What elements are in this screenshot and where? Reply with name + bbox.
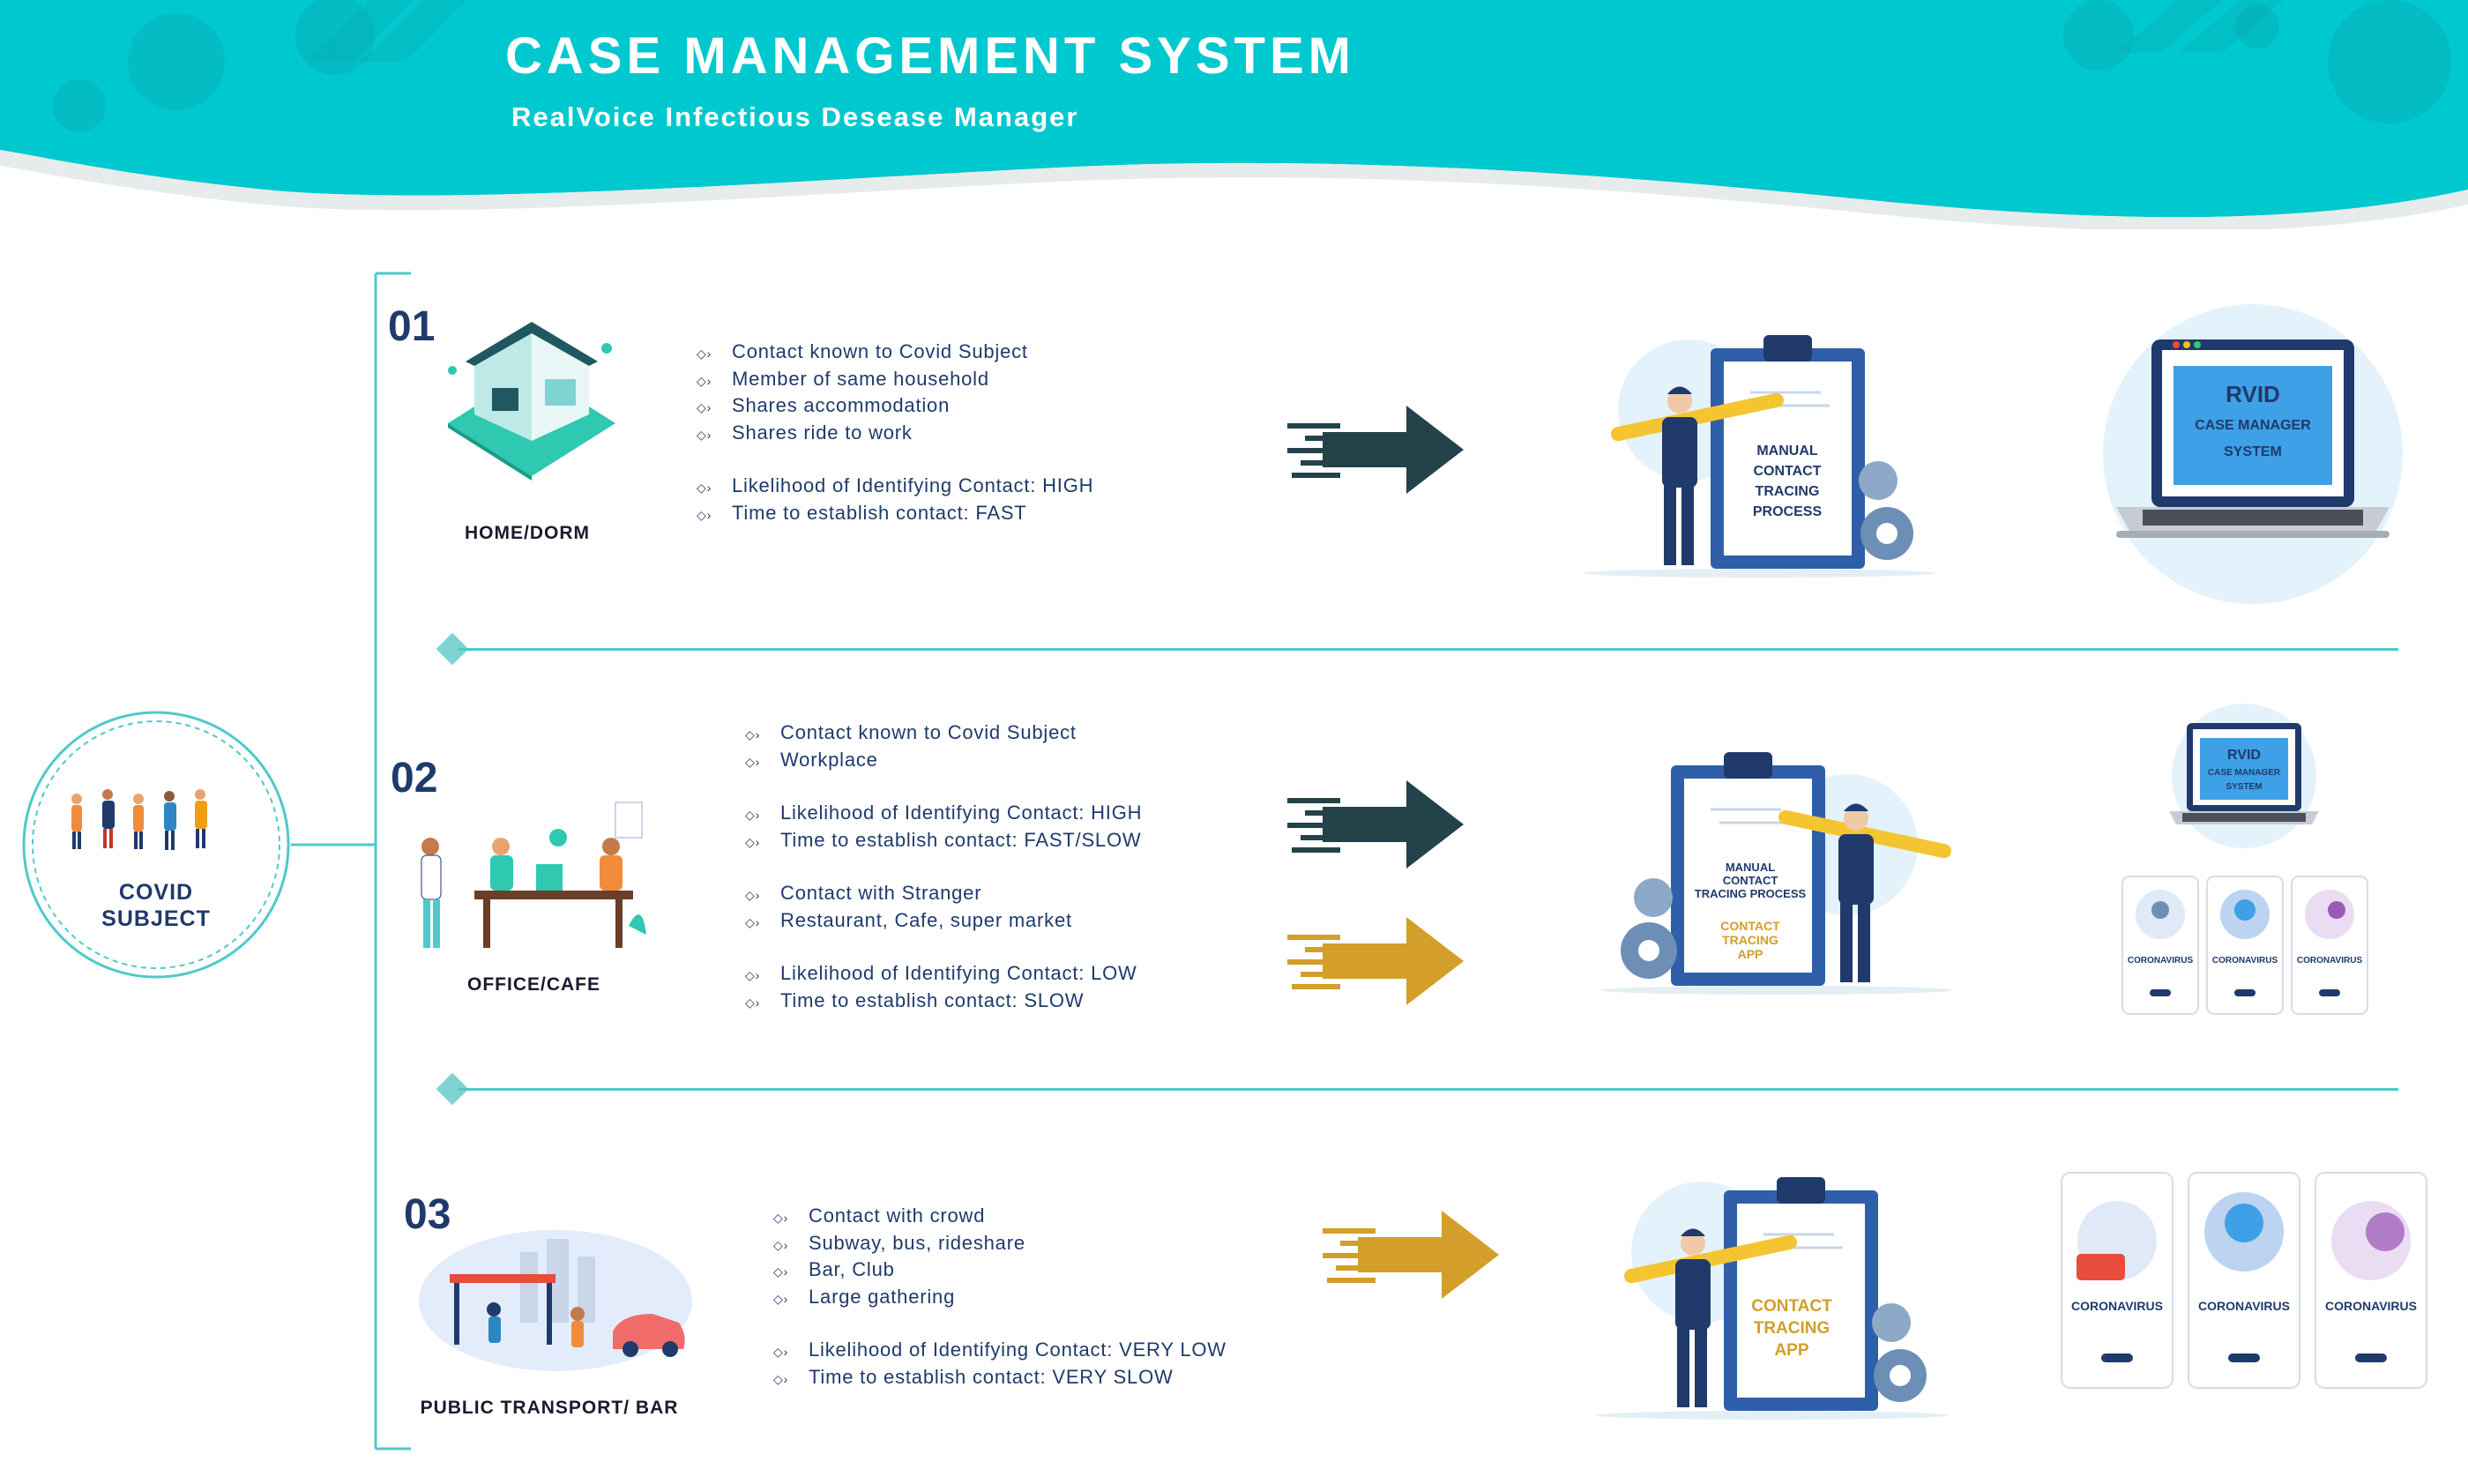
phone-screens-3: CORONAVIRUS CORONAVIRUS CORONAVIRUS	[2061, 1172, 2427, 1389]
bullet-item: Time to establish contact: VERY SLOW	[773, 1364, 1227, 1391]
covid-subject-line2: SUBJECT	[101, 906, 211, 931]
laptop-2-title: RVID	[2227, 748, 2261, 763]
bullet-item: Contact known to Covid Subject	[745, 720, 1142, 747]
clipboard-3-app-line: TRACING	[1754, 1319, 1830, 1338]
section-3-number: 03	[404, 1191, 451, 1238]
arrow-gold-3	[1323, 1211, 1499, 1299]
clipboard-2-app-line: TRACING	[1722, 933, 1778, 947]
bullet-item: Restaurant, Cafe, super market	[745, 907, 1142, 935]
header-banner	[0, 0, 2468, 229]
laptop-1-line: SYSTEM	[2224, 444, 2282, 459]
clipboard-1-line: MANUAL	[1756, 444, 1818, 459]
section-2-caption: OFFICE/CAFE	[467, 974, 600, 995]
phone-screen: CORONAVIRUS	[2061, 1172, 2173, 1389]
phone-label: CORONAVIRUS	[2198, 1299, 2290, 1313]
section-3-bullets: Contact with crowd Subway, bus, rideshar…	[773, 1203, 1227, 1391]
section-1-caption: HOME/DORM	[465, 523, 590, 543]
bullet-item: Bar, Club	[773, 1257, 1227, 1284]
phone-label: CORONAVIRUS	[2128, 956, 2194, 966]
clipboard-illustration-3: CONTACT TRACING APP	[1596, 1177, 1949, 1420]
page-subtitle: RealVoice Infectious Desease Manager	[511, 101, 1079, 132]
phone-screen: CORONAVIRUS	[2121, 876, 2199, 1015]
clipboard-2-app-line: CONTACT	[1720, 919, 1780, 933]
section-divider-1	[459, 648, 2398, 651]
clipboard-illustration-2: MANUAL CONTACT TRACING PROCESS CONTACT T…	[1600, 752, 1953, 995]
bullet-item: Contact with Stranger	[745, 880, 1142, 907]
clipboard-2-line: MANUAL	[1726, 861, 1775, 874]
bullet-item: Contact with crowd	[773, 1203, 1227, 1230]
covid-subject-line1: COVID	[118, 880, 194, 905]
phone-screen: CORONAVIRUS	[2188, 1172, 2300, 1389]
laptop-2-line: SYSTEM	[2226, 782, 2262, 792]
bullet-item: Member of same household	[697, 366, 1093, 393]
clipboard-1-line: CONTACT	[1753, 464, 1821, 479]
virus-pattern-right	[2063, 0, 2451, 123]
section-2-bullets: Contact known to Covid Subject Workplace…	[745, 720, 1142, 1014]
bullet-item: Workplace	[745, 747, 1142, 774]
clipboard-illustration-1: MANUAL CONTACT TRACING PROCESS	[1583, 335, 1935, 578]
arrow-dark-2	[1287, 780, 1464, 869]
bullet-item: Likelihood of Identifying Contact: HIGH	[745, 800, 1142, 827]
office-cafe-illustration	[421, 802, 646, 948]
virus-pattern-left	[53, 0, 375, 132]
bullet-item: Contact known to Covid Subject	[697, 339, 1093, 366]
clipboard-2-line: CONTACT	[1723, 874, 1778, 887]
section-3-caption: PUBLIC TRANSPORT/ BAR	[420, 1398, 679, 1418]
section-2-number: 02	[391, 755, 438, 802]
bullet-item: Likelihood of Identifying Contact: HIGH	[697, 473, 1093, 500]
clipboard-2-app-line: APP	[1738, 947, 1763, 961]
bullet-item: Large gathering	[773, 1284, 1227, 1311]
bullet-item: Time to establish contact: FAST	[697, 500, 1093, 527]
arrow-gold-2	[1287, 917, 1464, 1005]
public-transport-illustration	[419, 1230, 692, 1371]
covid-subject-circle	[22, 711, 290, 979]
phone-screen: CORONAVIRUS	[2206, 876, 2284, 1015]
bullet-item: Shares accommodation	[697, 392, 1093, 420]
phone-label: CORONAVIRUS	[2212, 956, 2278, 966]
home-dorm-illustration	[448, 322, 615, 481]
bullet-item: Subway, bus, rideshare	[773, 1230, 1227, 1257]
section-divider-2	[459, 1088, 2398, 1091]
section-1-number: 01	[388, 303, 436, 350]
laptop-1-title: RVID	[2226, 381, 2280, 407]
phone-label: CORONAVIRUS	[2325, 1299, 2417, 1313]
clipboard-3-app-line: CONTACT	[1751, 1297, 1832, 1316]
phone-screen: CORONAVIRUS	[2291, 876, 2368, 1015]
section-1-bullets: Contact known to Covid Subject Member of…	[697, 339, 1093, 526]
bullet-item: Likelihood of Identifying Contact: VERY …	[773, 1337, 1227, 1364]
laptop-2-line: CASE MANAGER	[2208, 768, 2281, 778]
phone-label: CORONAVIRUS	[2297, 956, 2363, 966]
bullet-item: Time to establish contact: SLOW	[745, 988, 1142, 1015]
laptop-illustration-1: RVID CASE MANAGER SYSTEM	[2103, 304, 2403, 604]
laptop-illustration-2: RVID CASE MANAGER SYSTEM	[2169, 704, 2319, 848]
phone-screen: CORONAVIRUS	[2315, 1172, 2427, 1389]
covid-subject-label: COVID SUBJECT	[21, 879, 291, 932]
bullet-item: Likelihood of Identifying Contact: LOW	[745, 960, 1142, 988]
laptop-1-line: CASE MANAGER	[2195, 418, 2311, 433]
page-title: CASE MANAGEMENT SYSTEM	[505, 27, 1355, 85]
clipboard-2-line: TRACING PROCESS	[1695, 887, 1807, 900]
phone-label: CORONAVIRUS	[2071, 1299, 2163, 1313]
clipboard-1-line: TRACING	[1756, 484, 1820, 499]
phone-screens-2: CORONAVIRUS CORONAVIRUS CORONAVIRUS	[2121, 876, 2368, 1015]
clipboard-3-app-line: APP	[1774, 1341, 1808, 1360]
bullet-item: Shares ride to work	[697, 420, 1093, 447]
arrow-dark-1	[1287, 406, 1464, 494]
clipboard-1-line: PROCESS	[1753, 504, 1823, 519]
bullet-item: Time to establish contact: FAST/SLOW	[745, 827, 1142, 854]
people-icon	[71, 789, 207, 850]
